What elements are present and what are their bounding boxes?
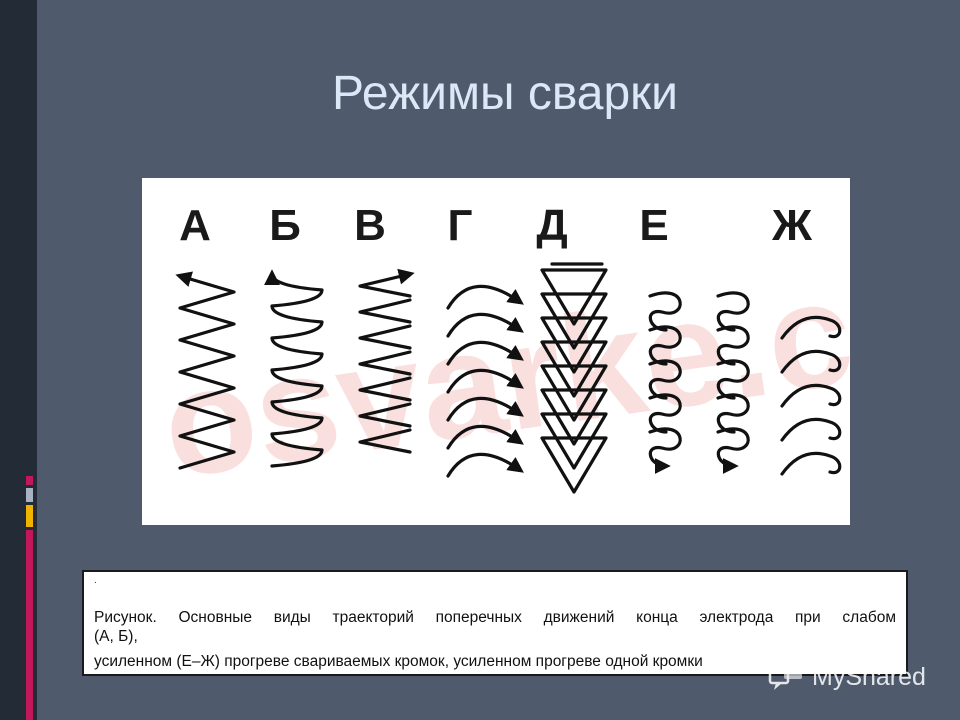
- trajectory-v-stroke-4: [358, 350, 412, 376]
- trajectory-g-arc-3: [446, 340, 524, 366]
- trajectory-e-loop-2: [648, 325, 682, 366]
- caption-line-1: Рисунок. Основные виды траекторий попере…: [94, 609, 896, 626]
- trajectory-v-stroke-7: [358, 428, 412, 454]
- left-accent-bars: [22, 0, 37, 720]
- trajectory-e-loop-3: [648, 359, 682, 400]
- myshared-watermark: MyShared: [768, 661, 948, 695]
- figure-letter-4: Г: [448, 201, 473, 250]
- trajectory-d-triangle-3: [540, 316, 608, 374]
- trajectory-b: [264, 269, 324, 468]
- accent-bar-4: [26, 530, 33, 720]
- myshared-label: MyShared: [812, 663, 926, 691]
- trajectory-e2-loop-3: [716, 359, 750, 400]
- trajectory-d-triangle-4: [540, 340, 608, 398]
- trajectory-e-loop-5: [648, 427, 682, 474]
- trajectory-d-triangle-7: [540, 412, 608, 470]
- trajectory-zh-hook-4: [780, 417, 842, 442]
- trajectory-d-triangle-2: [540, 292, 608, 350]
- accent-bar-1: [26, 476, 33, 485]
- trajectory-v-stroke-6: [358, 402, 412, 428]
- trajectory-e2-loop-2: [716, 325, 750, 366]
- trajectory-v-stroke-2: [358, 298, 412, 324]
- figure-letter-3: В: [354, 201, 386, 250]
- accent-bar-3: [26, 505, 33, 527]
- caption-box: . Рисунок. Основные виды траекторий попе…: [82, 570, 908, 676]
- caption-marker: .: [94, 575, 97, 586]
- trajectory-v-stroke-1: [358, 268, 415, 298]
- trajectory-e2-loop-4: [716, 393, 750, 434]
- trajectory-zh-hook-3: [780, 383, 842, 408]
- myshared-logo-icon: [768, 665, 802, 690]
- figure-letter-7: Ж: [771, 201, 812, 250]
- trajectory-zh-hook-5: [780, 451, 842, 476]
- caption-line-2: (А, Б),: [94, 628, 138, 645]
- trajectory-e2-loop-1: [716, 291, 750, 332]
- figure-letter-6: Е: [639, 201, 668, 250]
- trajectory-g-arc-2: [446, 312, 524, 338]
- trajectory-d-triangle-1: [540, 268, 608, 326]
- trajectory-zh-hook-1: [780, 315, 842, 340]
- trajectory-d-triangle-6: [540, 388, 608, 446]
- trajectory-a: [175, 271, 236, 470]
- trajectory-e-loop-1: [648, 291, 682, 332]
- trajectory-d-triangle-8: [540, 436, 608, 494]
- figure-letter-2: Б: [269, 201, 301, 250]
- trajectory-d-triangle-5: [540, 364, 608, 422]
- trajectory-g-arc-4: [446, 368, 524, 394]
- slide-title: Режимы сварки: [332, 67, 678, 120]
- trajectory-g-arc-6: [446, 424, 524, 450]
- trajectory-g-arc-1: [446, 284, 524, 310]
- trajectory-v-stroke-5: [358, 376, 412, 402]
- figure-letter-1: А: [179, 201, 211, 250]
- trajectory-v-stroke-3: [358, 324, 412, 350]
- trajectory-zh-hook-2: [780, 349, 842, 374]
- accent-bar-2: [26, 488, 33, 502]
- figure-letter-5: Д: [536, 201, 567, 250]
- trajectory-e-loop-4: [648, 393, 682, 434]
- trajectory-g-arc-7: [446, 452, 524, 478]
- trajectory-e2-loop-5: [716, 427, 750, 474]
- trajectory-g-arc-5: [446, 396, 524, 422]
- caption-line-3: усиленном (Е–Ж) прогреве свариваемых кро…: [94, 653, 703, 670]
